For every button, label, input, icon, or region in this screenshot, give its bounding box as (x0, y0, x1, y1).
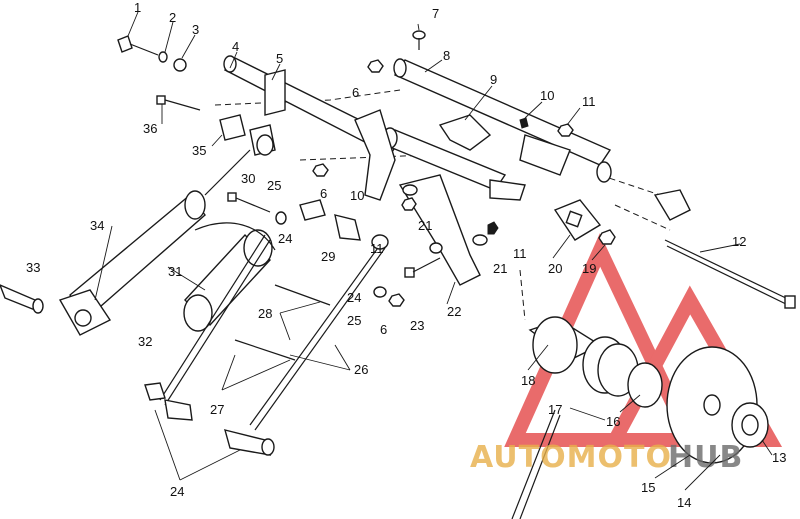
watermark-automoto: AUTOMOTO (470, 440, 672, 475)
nut-21b (401, 197, 417, 211)
callout-numbers: 1 2 3 4 5 6 7 8 9 10 11 36 35 6 10 30 25… (26, 0, 786, 510)
callout-11-top: 11 (582, 94, 596, 109)
callout-15: 15 (641, 480, 655, 495)
callout-21-top: 21 (418, 218, 432, 233)
callout-24-right: 24 (347, 290, 361, 305)
nut-6c (388, 293, 405, 307)
callout-29: 29 (321, 249, 335, 264)
callout-7: 7 (432, 6, 439, 21)
callout-26: 26 (354, 362, 368, 377)
callout-25-bottom: 25 (347, 313, 361, 328)
callout-23: 23 (410, 318, 424, 333)
shock-absorber-34 (58, 149, 251, 336)
washer-25b (373, 286, 387, 298)
bracket-12 (653, 189, 691, 221)
callout-36: 36 (143, 121, 157, 136)
callout-11-mid: 11 (370, 241, 384, 256)
nut-19 (598, 229, 616, 245)
bracket-9 (438, 114, 492, 151)
callout-32: 32 (138, 334, 152, 349)
callout-13: 13 (772, 450, 786, 465)
washer-21d (429, 242, 443, 254)
washer-21c (472, 234, 488, 246)
cross-tube (393, 58, 612, 183)
callout-8: 8 (443, 48, 450, 63)
part-10a (519, 117, 529, 129)
pulley-assembly (511, 316, 769, 519)
callout-28: 28 (258, 306, 272, 321)
washer-21a (402, 184, 418, 196)
callout-17: 17 (548, 402, 562, 417)
callout-10-mid: 10 (350, 188, 364, 203)
nut-6b (312, 163, 329, 177)
bolt-23 (404, 257, 441, 278)
callout-21-bottom: 21 (493, 261, 507, 276)
callout-14: 14 (677, 495, 691, 510)
callout-19: 19 (582, 261, 596, 276)
callout-12: 12 (732, 234, 746, 249)
callout-2: 2 (169, 10, 176, 25)
nut-6a (367, 59, 384, 73)
callout-11-right: 11 (513, 246, 527, 261)
rod-12 (664, 239, 796, 309)
damper-32 (183, 222, 276, 332)
callout-34: 34 (90, 218, 104, 233)
callout-6-bottom: 6 (380, 322, 387, 337)
callout-5: 5 (276, 51, 283, 66)
callout-6-top: 6 (352, 85, 359, 100)
callout-24-mid: 24 (278, 231, 292, 246)
callout-35: 35 (192, 143, 206, 158)
watermark-hub: HUB (668, 440, 743, 475)
watermark-text: AUTOMOTO HUB (470, 440, 743, 475)
callout-10-top: 10 (540, 88, 554, 103)
tube-33 (0, 284, 44, 314)
leader-lines (94, 11, 773, 491)
callout-27: 27 (210, 402, 224, 417)
bolt-36 (156, 95, 201, 111)
callout-9: 9 (490, 72, 497, 87)
block-20 (553, 199, 602, 241)
bolt-1 (117, 35, 187, 72)
callout-24-bottom: 24 (170, 484, 184, 499)
nut-11b (487, 221, 499, 235)
callout-16: 16 (606, 414, 620, 429)
callout-25-top: 25 (267, 178, 281, 193)
bolt-7 (412, 30, 426, 50)
callout-20: 20 (548, 261, 562, 276)
callout-30: 30 (241, 171, 255, 186)
callout-4: 4 (232, 39, 239, 54)
left-plate (354, 109, 396, 201)
callout-31: 31 (168, 264, 182, 279)
nut-11a (557, 123, 574, 137)
callout-3: 3 (192, 22, 199, 37)
callout-6-mid: 6 (320, 186, 327, 201)
callout-1: 1 (134, 0, 141, 15)
bushing-24-bottom (144, 382, 275, 456)
rail-tube (223, 55, 402, 156)
bolt-30 (227, 192, 287, 225)
bushing-24-29 (299, 199, 389, 250)
bushing-35 (219, 114, 276, 156)
callout-33: 33 (26, 260, 40, 275)
callout-22: 22 (447, 304, 461, 319)
link-arms (159, 234, 386, 431)
callout-18: 18 (521, 373, 535, 388)
